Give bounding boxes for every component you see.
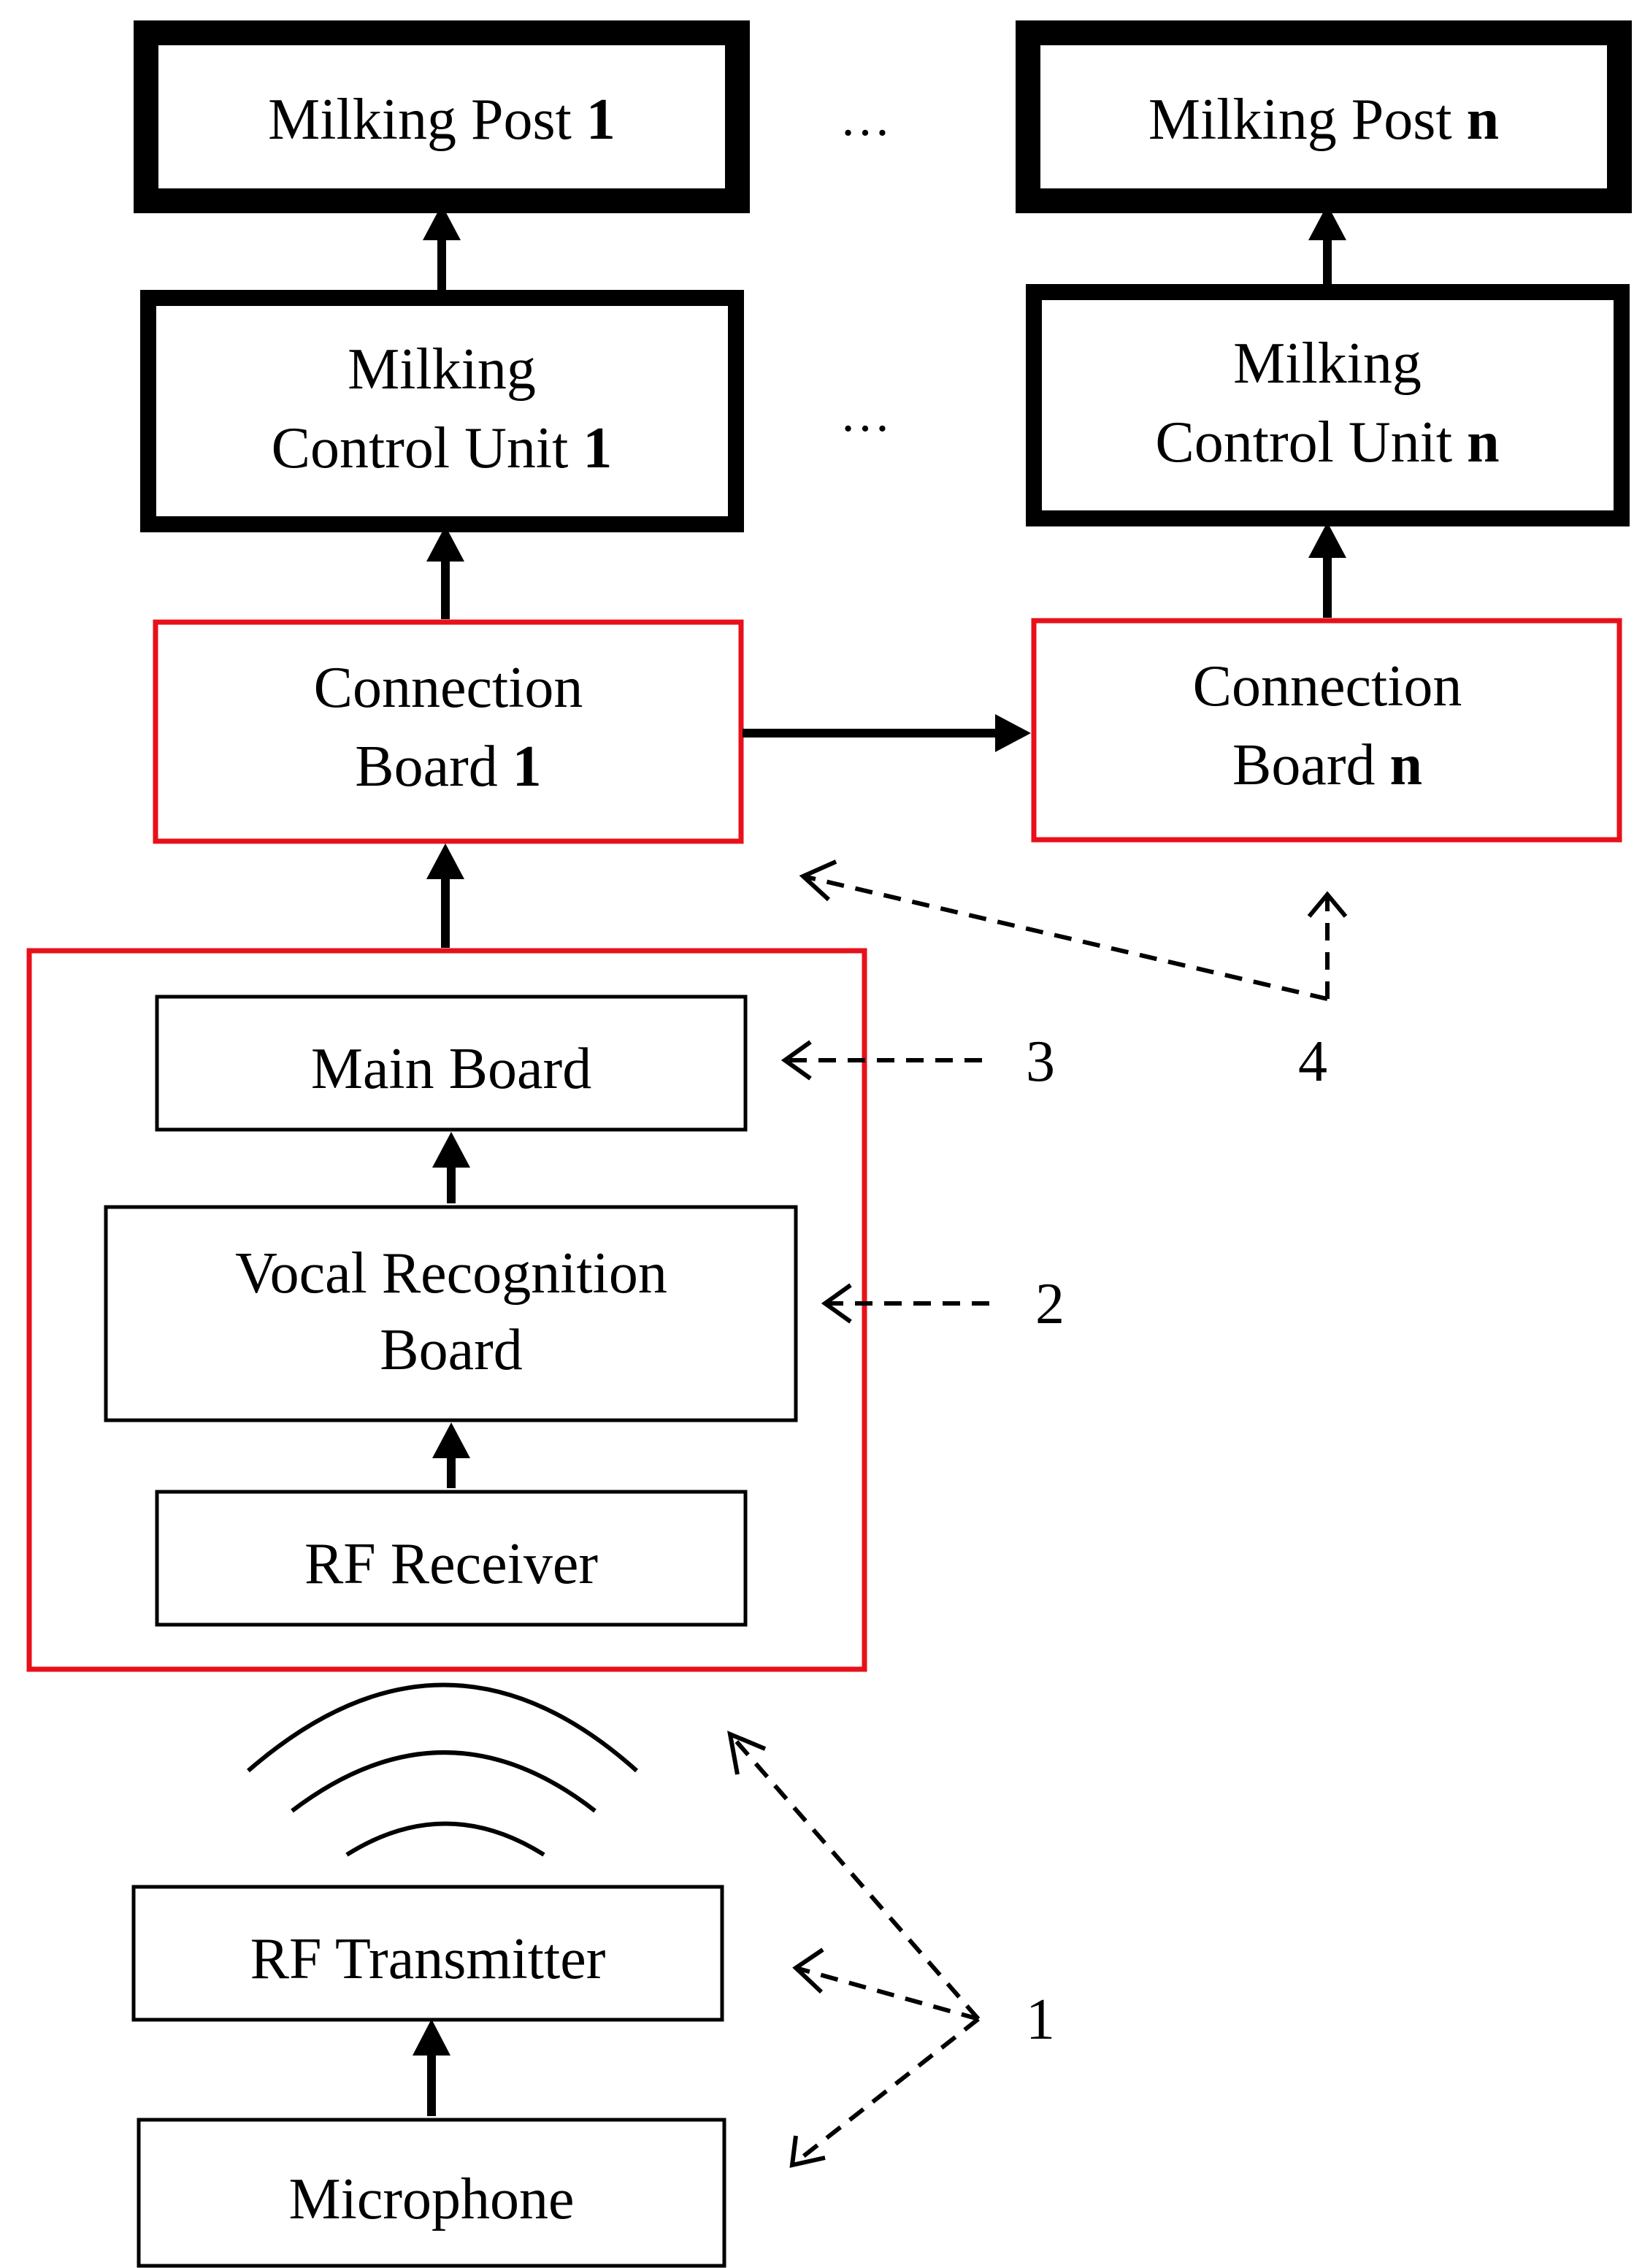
microphone-label: Microphone [288, 2167, 574, 2231]
svg-text:Board 1: Board 1 [355, 735, 542, 799]
svg-text:Control Unit 1: Control Unit 1 [272, 416, 613, 480]
milking-post-1-index: 1 [586, 88, 615, 152]
callout-4: 4 [1298, 1030, 1327, 1094]
vocal-recognition-board-block: Vocal Recognition Board [104, 1205, 798, 1422]
control-unit-1-index: 1 [583, 416, 612, 480]
svg-text:Board n: Board n [1232, 733, 1422, 797]
rf-transmitter-label: RF Transmitter [250, 1927, 606, 1991]
control-unit-1-line1: Milking [348, 337, 536, 402]
connection-board-1-block: Connection Board 1 [153, 619, 744, 844]
flow-arrowheads [413, 204, 1346, 2056]
ellipsis-top: … [840, 91, 891, 147]
microphone-block: Microphone [137, 2118, 726, 2268]
callout-1: 1 [1026, 1988, 1055, 2052]
vocal-recognition-line1: Vocal Recognition [235, 1241, 667, 1306]
callout-arrows [728, 874, 1330, 2167]
main-board-block: Main Board [155, 995, 748, 1132]
vocal-recognition-line2: Board [380, 1318, 523, 1382]
flow-arrows [427, 237, 1332, 2116]
connection-board-n-line1: Connection [1193, 654, 1462, 719]
control-unit-1-line2: Control Unit [272, 416, 583, 480]
control-unit-n-line1: Milking [1233, 332, 1422, 396]
milking-post-n-label: Milking Post [1148, 88, 1467, 152]
rf-transmitter-block: RF Transmitter [131, 1885, 724, 2022]
control-unit-n-line2: Control Unit [1155, 410, 1467, 475]
connection-board-n-block: Connection Board n [1031, 618, 1622, 843]
connection-board-1-line1: Connection [314, 656, 583, 720]
milking-post-1-label: Milking Post [268, 88, 586, 152]
ellipsis-middle: … [840, 386, 891, 443]
radio-waves-icon [247, 1682, 639, 1857]
callout-2: 2 [1035, 1272, 1065, 1336]
callout-3: 3 [1026, 1030, 1055, 1094]
milking-post-n-block: Milking Post n [1016, 20, 1632, 213]
main-board-label: Main Board [311, 1037, 591, 1101]
callout-arrowheads [727, 859, 1348, 2168]
connection-board-n-index: n [1390, 733, 1423, 797]
control-unit-n-block: Milking Control Unit n [1026, 284, 1630, 526]
receiver-unit-frame [26, 948, 867, 1672]
milking-post-1-block: Milking Post 1 [134, 20, 750, 213]
rf-receiver-label: RF Receiver [304, 1532, 598, 1596]
milking-post-n-index: n [1467, 88, 1500, 152]
connection-board-1-line2: Board [355, 735, 513, 799]
control-unit-n-index: n [1467, 410, 1500, 475]
rf-receiver-block: RF Receiver [155, 1490, 748, 1627]
connection-board-1-index: 1 [513, 735, 542, 799]
svg-text:Milking Post n: Milking Post n [1148, 88, 1499, 152]
svg-text:Milking Post 1: Milking Post 1 [268, 88, 615, 152]
connection-board-n-line2: Board [1232, 733, 1390, 797]
control-unit-1-block: Milking Control Unit 1 [140, 290, 744, 532]
svg-text:Control Unit n: Control Unit n [1155, 410, 1499, 475]
